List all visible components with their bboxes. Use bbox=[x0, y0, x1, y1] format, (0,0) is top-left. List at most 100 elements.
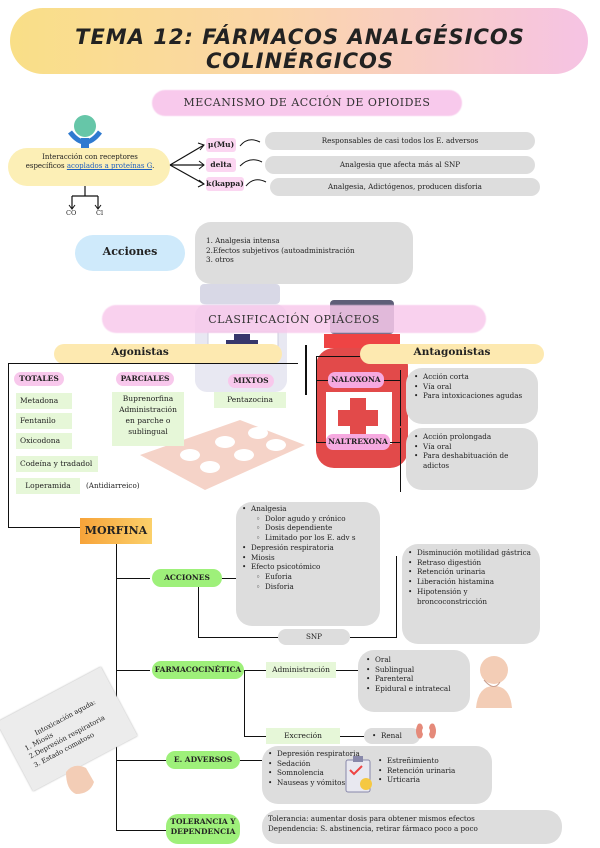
acciones-item: 3. otros bbox=[206, 255, 234, 265]
tree-line bbox=[316, 380, 330, 381]
snp-effect: Disminución motilidad gástrica bbox=[408, 548, 536, 558]
admin-item: Epidural e intratecal bbox=[366, 684, 470, 694]
receptor-desc-box bbox=[265, 132, 535, 150]
psico-subitem: Disforia bbox=[256, 582, 380, 592]
acciones-item: Depresión respiratoria bbox=[242, 543, 380, 553]
tree-line bbox=[400, 428, 401, 492]
totales-item: Metadona bbox=[16, 393, 72, 409]
ion-label: CO bbox=[66, 209, 77, 217]
naltrexona-item: Acción prolongada bbox=[414, 432, 534, 442]
acciones-item: Analgesia bbox=[242, 504, 380, 514]
curved-arrows bbox=[239, 139, 267, 187]
tree-line bbox=[222, 578, 236, 579]
tree-line bbox=[390, 442, 400, 443]
parciales-text: en parche o bbox=[125, 415, 171, 425]
tree-line bbox=[8, 527, 80, 528]
adversos-label: E. ADVERSOS bbox=[166, 751, 240, 769]
snp-label: SNP bbox=[305, 632, 323, 641]
snp-effect: Retraso digestión bbox=[408, 558, 536, 568]
snp-effect: Hipotensión y broncoconstricción bbox=[408, 587, 536, 606]
parciales-text: sublingual bbox=[128, 426, 168, 436]
parciales-label: PARCIALES bbox=[116, 372, 174, 386]
receptor-delta: delta bbox=[206, 158, 236, 172]
tree-line bbox=[240, 760, 262, 761]
naloxona-item: Vía oral bbox=[414, 382, 532, 392]
excrecion-list: Renal bbox=[372, 731, 402, 741]
naltrexona-item: Para deshabituación de adictos bbox=[414, 451, 534, 470]
psico-subitem: Euforia bbox=[256, 572, 380, 582]
receptor-desc: Responsables de casi todos los E. advers… bbox=[321, 136, 479, 145]
tree-line bbox=[116, 544, 117, 830]
admin-item: Parenteral bbox=[366, 674, 470, 684]
section-banner bbox=[102, 305, 486, 333]
patient-icon bbox=[476, 656, 512, 708]
snp-effect: Liberación histamina bbox=[408, 577, 536, 587]
admin-item: Sublingual bbox=[366, 665, 470, 675]
acciones-label: Acciones bbox=[102, 245, 158, 258]
acciones-bubble bbox=[75, 235, 185, 271]
excrecion-label: Excreción bbox=[266, 728, 340, 744]
totales-item: Fentanilo bbox=[16, 413, 72, 429]
tree-line bbox=[340, 736, 364, 737]
parciales-text: Buprenorfina bbox=[122, 394, 174, 403]
admin-list: Oral Sublingual Parenteral Epidural e in… bbox=[366, 655, 470, 694]
tolerancia-text: Tolerancia: aumentar dosis para obtener … bbox=[268, 814, 558, 833]
adverso-item: Nauseas y vómitos bbox=[268, 778, 378, 788]
tree-line bbox=[198, 637, 278, 638]
loperamida-note: (Antidiarreico) bbox=[86, 481, 140, 490]
antagonistas-band bbox=[360, 344, 544, 364]
tree-line bbox=[384, 380, 400, 381]
naltrexona-list: Acción prolongada Vía oral Para deshabit… bbox=[414, 432, 534, 471]
analgesia-subitem: Dolor agudo y crónico bbox=[256, 514, 380, 524]
analgesia-subitem: Dosis dependiente bbox=[256, 523, 380, 533]
tree-line bbox=[116, 578, 150, 579]
snp-effect: Retención urinaria bbox=[408, 567, 536, 577]
receptor-desc-box bbox=[265, 156, 535, 174]
adverso-item: Estreñimiento bbox=[378, 756, 486, 766]
tree-line bbox=[316, 356, 360, 357]
excrecion-item: Renal bbox=[372, 731, 402, 741]
tolerancia-box bbox=[262, 810, 562, 844]
tree-line bbox=[116, 830, 150, 831]
tree-line bbox=[116, 670, 150, 671]
adverso-item: Somnolencia bbox=[268, 768, 378, 778]
adversos-list: Depresión respiratoria Sedación Somnolen… bbox=[268, 749, 378, 788]
branch-arrows bbox=[169, 142, 205, 188]
analgesia-subitem: Limitado por los E. adv s bbox=[256, 533, 380, 543]
tree-line bbox=[396, 556, 397, 638]
tree-line bbox=[316, 442, 330, 443]
parciales-box: Buprenorfina Administración en parche o … bbox=[112, 392, 184, 446]
title-banner bbox=[10, 8, 588, 74]
antagonistas-label: Antagonistas bbox=[413, 346, 491, 358]
adverso-item: Retención urinaria bbox=[378, 766, 486, 776]
tree-line bbox=[150, 830, 166, 831]
intro-link[interactable]: acoplados a proteínas G bbox=[66, 162, 153, 171]
ion-label: Cl bbox=[96, 209, 104, 217]
receptor-desc: Analgesia, Adictógenos, producen disfori… bbox=[328, 182, 482, 191]
totales-item: Oxicodona bbox=[16, 433, 72, 449]
acciones-box bbox=[195, 222, 413, 284]
mixtos-label: MIXTOS bbox=[228, 374, 274, 388]
intro-text: Interacción con receptores específicos a… bbox=[25, 153, 155, 171]
kidney-icon bbox=[416, 723, 436, 739]
tree-line bbox=[116, 760, 150, 761]
admin-item: Oral bbox=[366, 655, 470, 665]
clipboard-icon bbox=[345, 756, 372, 793]
receptor-desc-box bbox=[270, 178, 540, 196]
pills-blister-icon bbox=[140, 420, 305, 490]
tree-line bbox=[8, 363, 298, 364]
receptor-mu: μ(Mu) bbox=[206, 138, 236, 152]
snp-box bbox=[278, 629, 350, 645]
tree-line bbox=[350, 637, 396, 638]
parciales-text: Administración bbox=[119, 404, 177, 414]
totales-item: Loperamida bbox=[16, 478, 80, 494]
naloxona-label: NALOXONA bbox=[328, 372, 384, 388]
morfina-label: MORFINA bbox=[80, 518, 152, 544]
tree-line bbox=[336, 670, 358, 671]
mixtos-text: Pentazocina bbox=[214, 392, 286, 408]
page-title: TEMA 12: FÁRMACOS ANALGÉSICOS COLINÉRGIC… bbox=[75, 25, 525, 73]
tree-line bbox=[244, 670, 245, 736]
clasificacion-title: CLASIFICACIÓN OPIÁCEOS bbox=[208, 313, 380, 326]
naloxona-item: Para intoxicaciones agudas bbox=[414, 391, 532, 401]
totales-item: Codeína y tradadol bbox=[16, 456, 98, 472]
